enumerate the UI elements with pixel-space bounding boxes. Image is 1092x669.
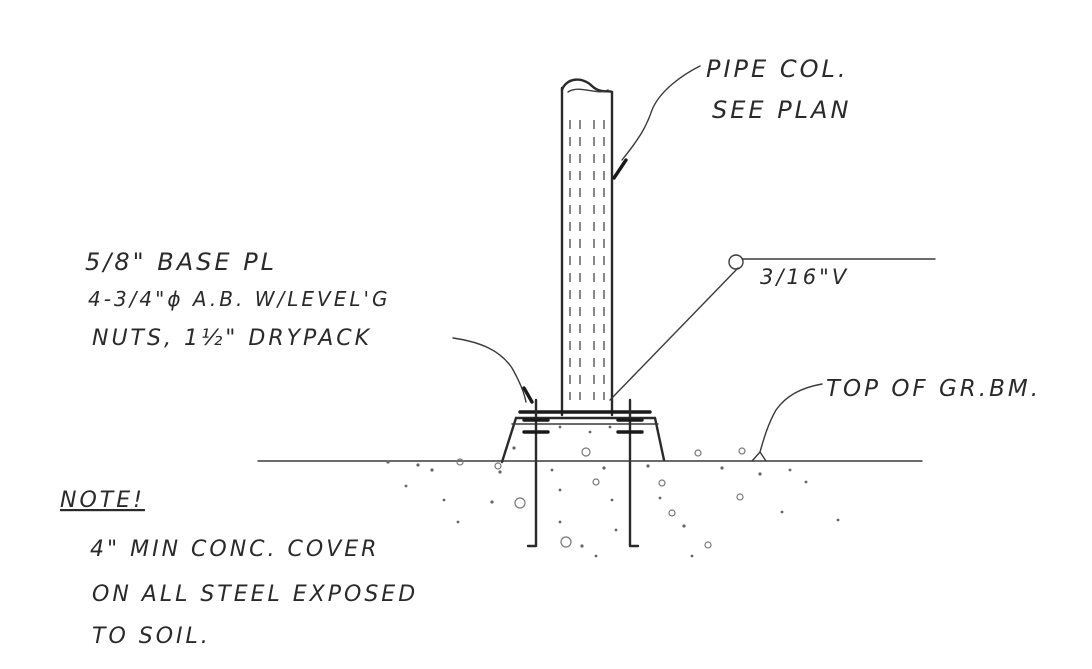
- base-plate-label: 5/8" BASE PL: [85, 248, 277, 276]
- pipe-col-leader: [621, 65, 701, 161]
- pipe-col-leader-tick: [612, 158, 628, 180]
- note-line-2: ON ALL STEEL EXPOSED: [92, 582, 418, 607]
- weld-leader: [609, 267, 739, 401]
- note-line-1: 4" MIN CONC. COVER: [90, 537, 379, 562]
- weld-all-around-symbol: [728, 254, 744, 270]
- anchor-bolt-label: 4-3/4"ϕ A.B. W/LEVEL'G: [88, 287, 390, 311]
- grade-mark: [751, 451, 767, 462]
- note-title: NOTE!: [60, 488, 145, 513]
- base-plate-leader-tick: [522, 386, 534, 404]
- concrete-stipple: [386, 425, 840, 558]
- base-plate-leader: [452, 337, 527, 403]
- anchor-bolts: [522, 398, 644, 548]
- grade-beam-leader: [759, 383, 823, 453]
- pipe-col-label: PIPE COL.: [706, 55, 848, 83]
- top-of-grade-beam-label: TOP OF GR.BM.: [826, 376, 1041, 402]
- see-plan-label: SEE PLAN: [712, 96, 851, 124]
- note-line-3: TO SOIL.: [92, 624, 211, 649]
- pipe-column: [560, 78, 614, 417]
- weld-size-label: 3/16"V: [760, 265, 849, 289]
- drypack-label: NUTS, 1½" DRYPACK: [92, 326, 372, 351]
